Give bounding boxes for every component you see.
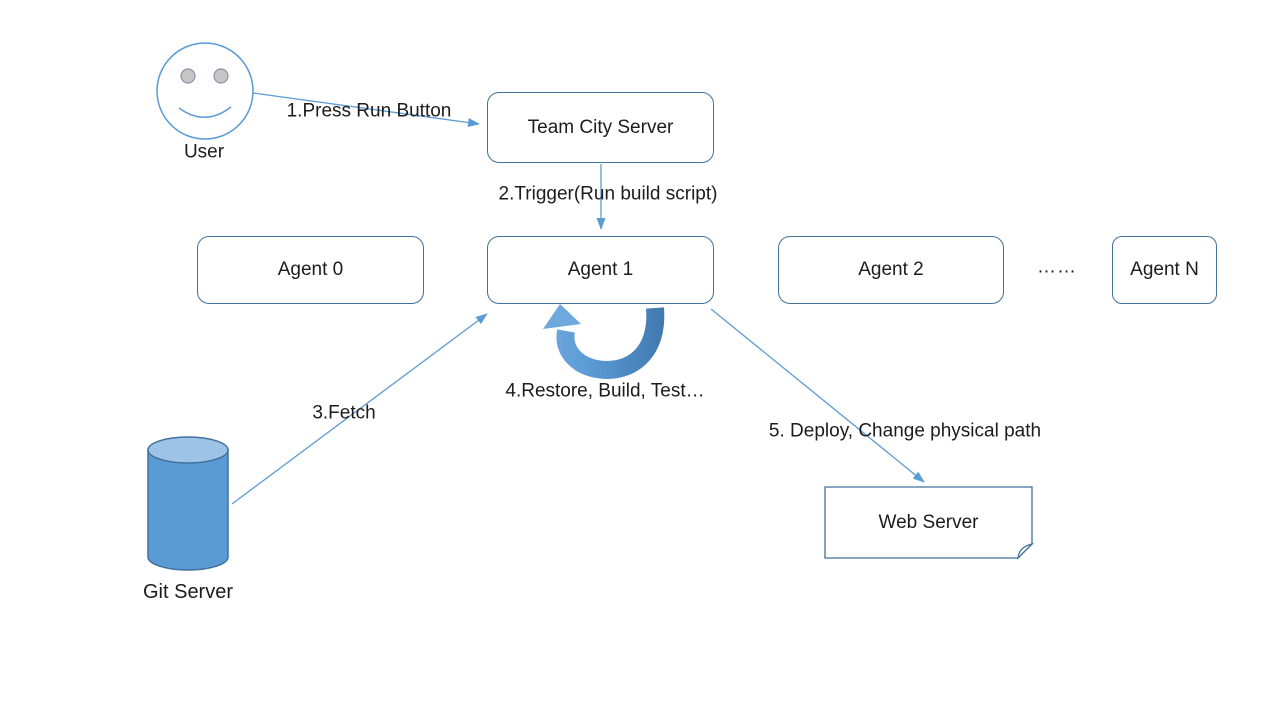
step5-label: 5. Deploy, Change physical path bbox=[768, 420, 1042, 442]
node-agent-0: Agent 0 bbox=[197, 236, 424, 304]
web-server-note-shape bbox=[824, 486, 1035, 560]
node-agent-1: Agent 1 bbox=[487, 236, 714, 304]
self-loop-arrow-icon bbox=[543, 304, 665, 380]
user-face-icon bbox=[156, 42, 254, 140]
node-teamcity-server: Team City Server bbox=[487, 92, 714, 163]
arrow-press-run bbox=[252, 92, 480, 127]
step1-label: 1.Press Run Button bbox=[286, 100, 452, 122]
step3-label: 3.Fetch bbox=[312, 402, 376, 424]
git-server-label: Git Server bbox=[142, 581, 234, 603]
node-agent-2: Agent 2 bbox=[778, 236, 1004, 304]
git-cylinder-icon bbox=[147, 436, 229, 571]
node-agent-n: Agent N bbox=[1112, 236, 1217, 304]
arrow-fetch bbox=[231, 313, 488, 505]
step2-label: 2.Trigger(Run build script) bbox=[498, 183, 718, 205]
user-label: User bbox=[183, 141, 225, 163]
agents-ellipsis-label: …… bbox=[1037, 256, 1077, 278]
arrow-deploy bbox=[710, 308, 925, 483]
node-web-server-label: Web Server bbox=[878, 511, 979, 533]
step4-label: 4.Restore, Build, Test… bbox=[505, 380, 705, 402]
